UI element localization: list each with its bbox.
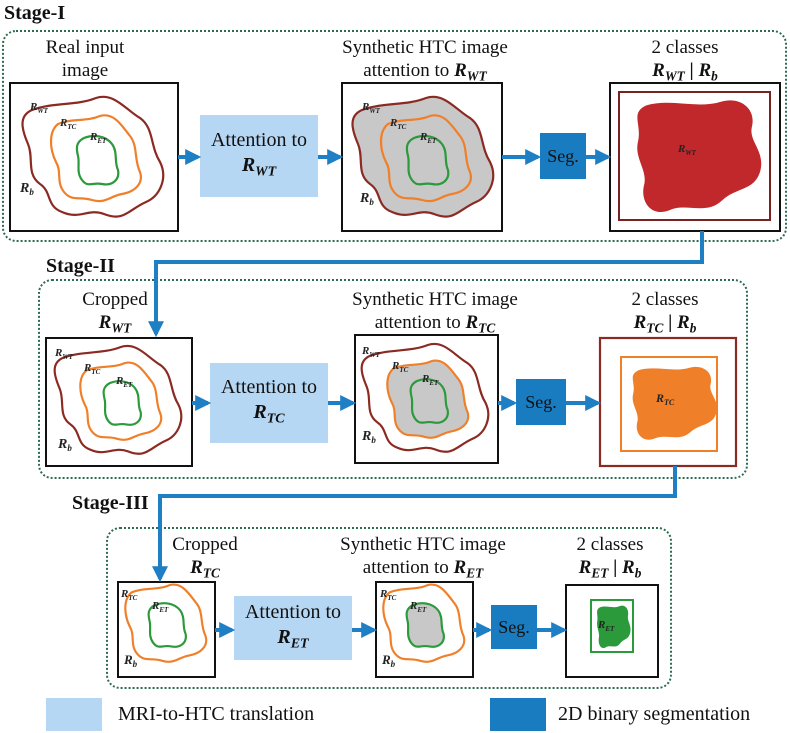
stage-3-output-caption: 2 classes RET | Rb: [576, 534, 644, 581]
stage-2-seg-box: Seg.: [516, 379, 566, 425]
stage-3-seg-box: Seg.: [491, 605, 537, 649]
stage-3-attention-box: Attention to RET: [234, 596, 352, 660]
stage-1-attention-box: Attention to RWT: [200, 115, 318, 197]
legend-swatch-translation: [46, 698, 102, 731]
stage-3-input-caption: Cropped RTC: [172, 534, 238, 581]
stage-1-title: Stage-I: [4, 2, 66, 24]
stage-3-synthetic-caption: Synthetic HTC image attention to RET: [340, 534, 506, 581]
stage-3-title: Stage-III: [72, 492, 149, 514]
stage-2-synthetic-caption: Synthetic HTC image attention to RTC: [352, 289, 518, 336]
stage-2-output-caption: 2 classes RTC | Rb: [631, 289, 699, 336]
stage-1-seg-box: Seg.: [540, 133, 586, 179]
legend-label-segmentation: 2D binary segmentation: [558, 703, 751, 725]
stage-2-title: Stage-II: [46, 255, 115, 277]
stage-1-synthetic-caption: Synthetic HTC image attention to RWT: [342, 37, 508, 84]
legend-swatch-segmentation: [490, 698, 546, 731]
stage-1-input-caption: Real input image: [45, 37, 125, 81]
stage-2-input-caption: Cropped RWT: [82, 289, 148, 336]
stage-2-attention-box: Attention to RTC: [210, 363, 328, 443]
stage-1-output-caption: 2 classes RWT | Rb: [651, 37, 719, 84]
legend-label-translation: MRI-to-HTC translation: [118, 703, 315, 725]
